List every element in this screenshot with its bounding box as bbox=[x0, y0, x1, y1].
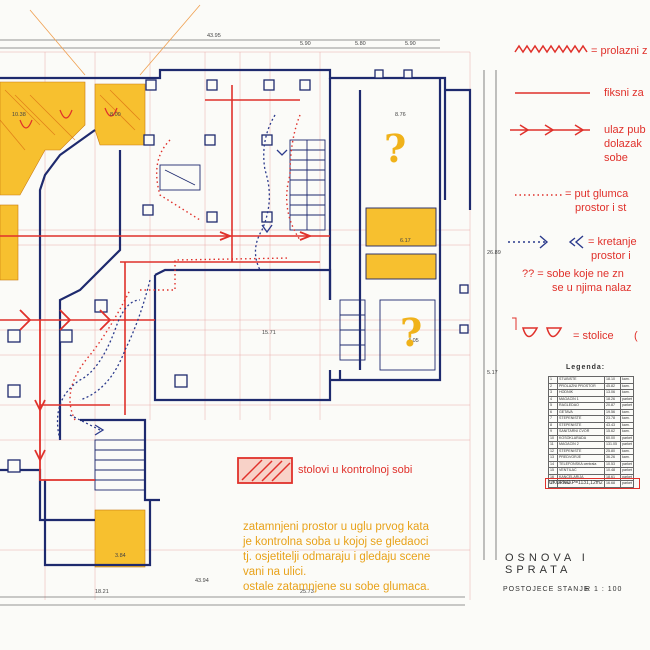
legenda-cell: parket bbox=[620, 402, 634, 410]
total-area: UKUPNO P=1131,12m2 bbox=[545, 478, 640, 489]
dim-bottom-total: 43.94 bbox=[195, 578, 209, 584]
legend-fiksni: fiksni za bbox=[604, 87, 644, 99]
legend-kretanje-1: = kretanje bbox=[588, 236, 637, 248]
actor-room-right-1 bbox=[365, 207, 437, 247]
dim-top-seg-2: 5.80 bbox=[355, 41, 366, 47]
actor-room-left bbox=[0, 204, 19, 281]
legenda-cell: parket bbox=[620, 467, 634, 475]
room-area-right-2: 4.05 bbox=[408, 338, 419, 344]
room-area-bottom: 3.84 bbox=[115, 553, 126, 559]
interior-walls bbox=[94, 139, 437, 491]
note-line-5: ostale zatamnjene su sobe glumaca. bbox=[243, 581, 430, 593]
dim-top-seg-1: 5.90 bbox=[300, 41, 311, 47]
legend-zigzag bbox=[514, 44, 588, 54]
annotation-note: zatamnjeni prostor u uglu prvog kata je … bbox=[243, 520, 503, 595]
legend-stolice-paren: ( bbox=[634, 330, 638, 342]
legend-ulaz-3: sobe bbox=[604, 152, 628, 164]
sun-rays bbox=[29, 4, 201, 76]
legenda-cell: parket bbox=[620, 434, 634, 442]
actor-room-bottom bbox=[94, 509, 146, 568]
fixed-zone-lines bbox=[0, 85, 330, 415]
actor-path bbox=[69, 114, 301, 421]
note-line-2: je kontrolna soba u kojoj se gledaoci bbox=[243, 536, 429, 548]
legend-kretanje-2: prostor i bbox=[591, 250, 631, 262]
legenda-heading: Legenda: bbox=[566, 364, 606, 371]
dimension-lines bbox=[0, 39, 497, 606]
legend-stolice: = stolice bbox=[573, 330, 614, 342]
legenda-cell: parket bbox=[620, 480, 634, 488]
room-area-2: 8.00 bbox=[110, 112, 121, 118]
legend-sobe-1: ?? = sobe koje ne zn bbox=[522, 268, 624, 280]
note-line-1: zatamnjeni prostor u uglu prvog kata bbox=[243, 521, 430, 533]
dim-right-total: 26.89 bbox=[487, 250, 501, 256]
legend-ulaz-1: ulaz pub bbox=[604, 124, 646, 136]
room-area-right-top: 8.76 bbox=[395, 112, 406, 118]
control-room-corner bbox=[0, 81, 86, 196]
legend-put-2: prostor i st bbox=[575, 202, 627, 214]
table-legend-swatch bbox=[237, 457, 293, 484]
note-line-4: vani na ulici. bbox=[243, 566, 307, 578]
plan-subtitle-left: POSTOJECE STANJE bbox=[503, 586, 590, 593]
room-area-right-1: 6.17 bbox=[400, 238, 411, 244]
entry-arrows bbox=[19, 231, 313, 481]
legend-chair-1 bbox=[521, 327, 539, 338]
legenda-cell: parket bbox=[620, 460, 634, 468]
room-hatching bbox=[0, 89, 141, 151]
legend-sobe-2: se u njima nalaz bbox=[552, 282, 632, 294]
legend-prolazni: = prolazni z bbox=[591, 45, 648, 57]
dim-top-total: 43.95 bbox=[207, 33, 221, 39]
tables-label: stolovi u kontrolnoj sobi bbox=[298, 464, 413, 476]
plan-scale: R 1 : 100 bbox=[585, 586, 623, 593]
visitor-arrowheads bbox=[94, 149, 288, 436]
room-area-center: 15.71 bbox=[262, 330, 276, 336]
room-area-1: 10.38 bbox=[12, 112, 26, 118]
dim-top-seg-5: 5.90 bbox=[405, 41, 416, 47]
note-line-3: tj. osjetitelji odmaraju i gledaju scene bbox=[243, 551, 431, 563]
actor-room-right-2 bbox=[365, 253, 437, 280]
dim-right-part: 5.17 bbox=[487, 370, 498, 376]
legend-chair-2 bbox=[545, 327, 563, 338]
plan-title: OSNOVA I SPRATA bbox=[505, 552, 589, 576]
legenda-cell: parket bbox=[620, 395, 634, 403]
legend-put-1: = put glumca bbox=[565, 188, 629, 200]
walls bbox=[0, 68, 472, 567]
chairs bbox=[19, 107, 118, 129]
visitor-path bbox=[56, 114, 276, 441]
legend-ulaz-2: dolazak bbox=[604, 138, 642, 150]
legenda-cell: parket bbox=[620, 441, 634, 449]
actor-rooms bbox=[0, 81, 437, 568]
question-mark-2: ? bbox=[400, 310, 423, 355]
dim-bottom-seg-1: 18.21 bbox=[95, 589, 109, 595]
question-mark-1: ? bbox=[384, 126, 407, 171]
dim-bottom-seg-2: 25.73 bbox=[300, 589, 314, 595]
legend-glyphs bbox=[510, 44, 590, 338]
